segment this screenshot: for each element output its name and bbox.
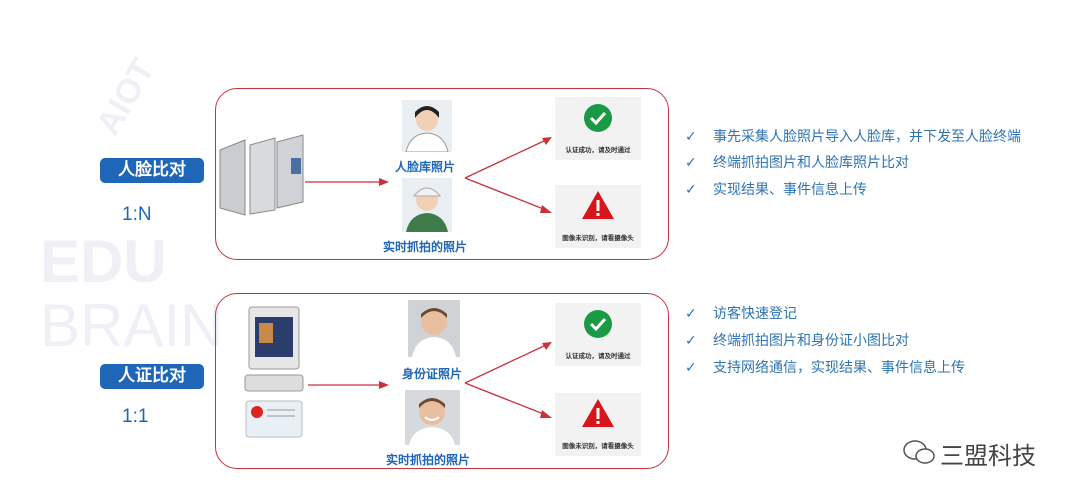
captured-photo-label: 实时抓拍的照片 — [385, 453, 470, 467]
feature-item: ✓终端抓拍图片和身份证小图比对 — [685, 333, 909, 349]
arrow-to-photos — [305, 178, 389, 186]
warning-icon — [582, 399, 614, 427]
face-compare-panel — [215, 88, 669, 260]
result-arrows — [464, 137, 552, 213]
captured-photo-label: 实时抓拍的照片 — [382, 240, 467, 254]
checkmark-icon: ✓ — [685, 155, 697, 171]
watermark-edu: EDU — [40, 228, 167, 295]
turnstile-gate-image — [219, 134, 304, 216]
id-card-photo-label: 身份证照片 — [401, 367, 462, 381]
checkmark-icon: ✓ — [685, 360, 697, 376]
result-card-success: 认证成功，请及时通过 — [555, 97, 641, 160]
face-compare-ratio: 1:N — [122, 204, 152, 225]
id-compare-ratio: 1:1 — [122, 406, 149, 427]
checkmark-icon: ✓ — [685, 129, 697, 145]
feature-item: ✓支持网络通信，实现结果、事件信息上传 — [685, 360, 965, 376]
captured-photo-helmet — [402, 178, 452, 232]
brand-name: 三盟科技 — [940, 442, 1036, 470]
result-card-warning: 图像未识别，请看摄像头 — [555, 185, 641, 248]
checkmark-icon: ✓ — [685, 333, 697, 349]
result-card-warning: 图像未识别，请看摄像头 — [555, 393, 641, 456]
feature-item: ✓终端抓拍图片和人脸库照片比对 — [685, 155, 909, 171]
wechat-icon — [903, 440, 935, 464]
feature-item: ✓访客快速登记 — [685, 306, 797, 322]
result-caption-warning: 图像未识别，请看摄像头 — [562, 442, 634, 450]
warning-icon — [582, 191, 614, 219]
face-library-photo-label: 人脸库照片 — [394, 160, 455, 174]
checkmark-icon: ✓ — [685, 182, 697, 198]
feature-item: ✓实现结果、事件信息上传 — [685, 182, 867, 198]
watermark-aiot: AIOT — [88, 52, 163, 142]
feature-item: ✓事先采集人脸照片导入人脸库，并下发至人脸终端 — [685, 129, 1021, 145]
check-icon — [584, 310, 612, 338]
checkmark-icon: ✓ — [685, 306, 697, 322]
result-card-success: 认证成功，请及时通过 — [555, 303, 641, 366]
result-caption-success: 认证成功，请及时通过 — [565, 352, 631, 360]
check-icon — [584, 104, 612, 132]
arrow-to-photos — [308, 381, 389, 389]
captured-photo-smiling — [405, 390, 460, 445]
face-compare-badge: 人脸比对 — [100, 158, 204, 183]
id-kiosk-image — [244, 306, 304, 392]
result-caption-success: 认证成功，请及时通过 — [565, 146, 631, 154]
watermark-brain: BRAIN — [40, 292, 224, 359]
result-caption-warning: 图像未识别，请看摄像头 — [562, 234, 634, 242]
id-card-image — [245, 400, 303, 438]
id-compare-panel — [215, 293, 669, 469]
face-library-photo — [402, 100, 452, 152]
result-arrows — [464, 342, 552, 418]
id-compare-badge: 人证比对 — [100, 364, 204, 389]
id-card-photo — [408, 300, 460, 357]
